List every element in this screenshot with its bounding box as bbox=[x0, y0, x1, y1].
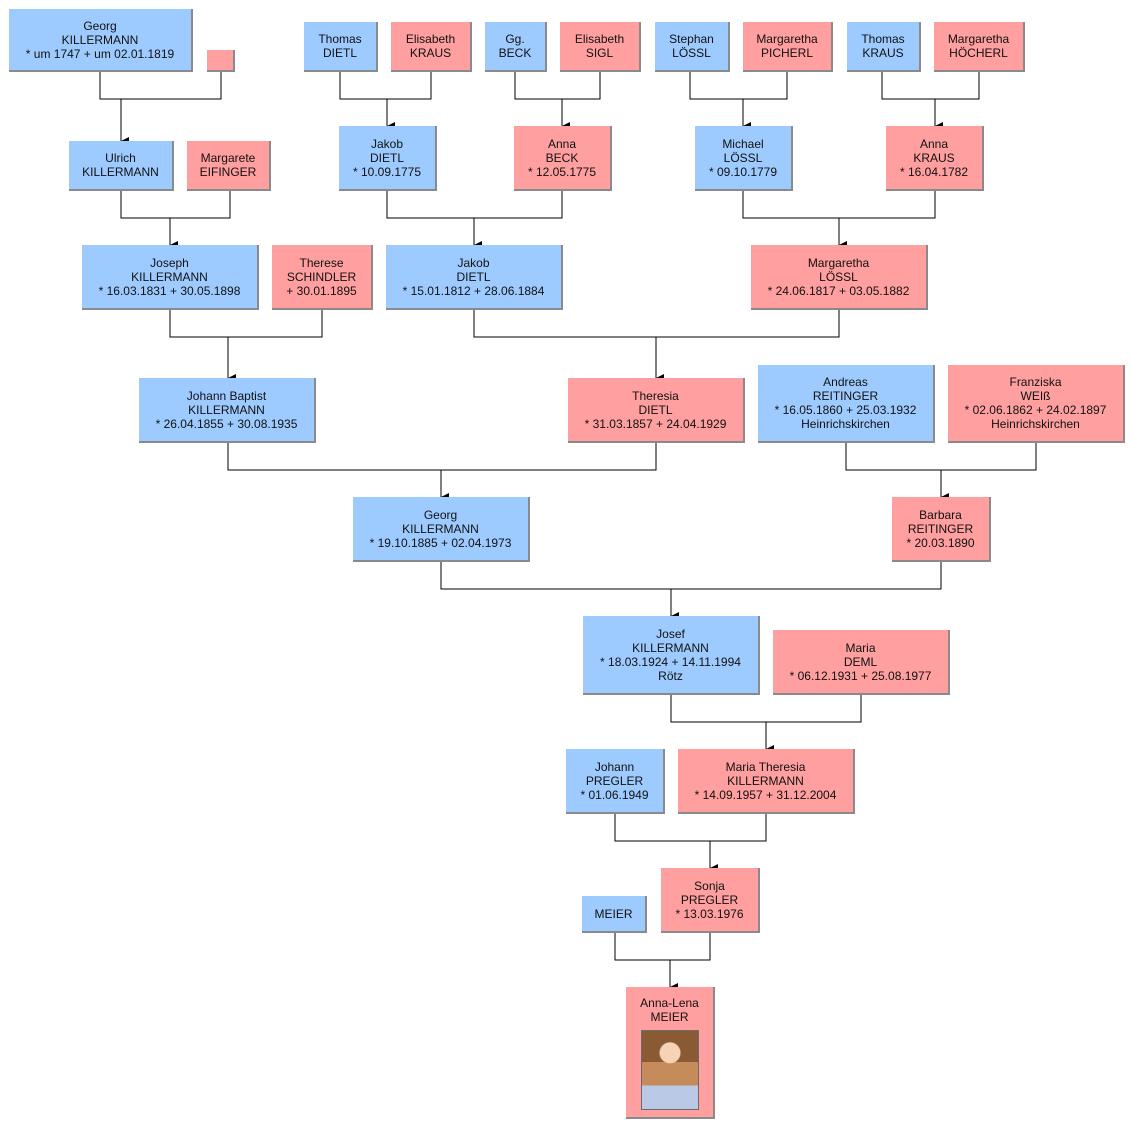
connector-georg-1885 bbox=[227, 443, 657, 497]
portrait-photo bbox=[640, 1030, 699, 1110]
connector-ulrich bbox=[99, 72, 222, 141]
connector-jakob-1775 bbox=[339, 72, 432, 126]
connector-sonja bbox=[614, 814, 767, 868]
connector-maria-theresia bbox=[670, 695, 862, 749]
connector-michael bbox=[689, 72, 788, 126]
connector-anna-beck bbox=[514, 72, 601, 126]
person-meier[interactable]: MEIER bbox=[582, 896, 647, 933]
connector-josef bbox=[440, 562, 942, 616]
connector-anna-kraus bbox=[881, 72, 980, 126]
connector-jakob-1812 bbox=[386, 191, 563, 245]
connector-anna-lena bbox=[614, 933, 711, 987]
person-unknown-wife[interactable] bbox=[207, 50, 235, 72]
person-gg-beck[interactable]: Gg.BECK bbox=[485, 22, 547, 72]
connector-barbara bbox=[845, 443, 1037, 497]
connector-joseph bbox=[120, 191, 231, 245]
connector-margaretha bbox=[742, 191, 936, 245]
connector-johann-baptist bbox=[169, 310, 323, 378]
connector-theresia bbox=[473, 310, 840, 378]
